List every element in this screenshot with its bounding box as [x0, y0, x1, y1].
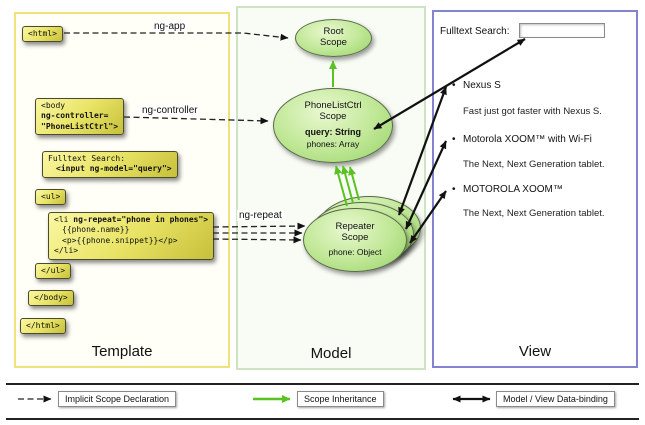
- code-body-open: <body ng-controller= "PhoneListCtrl">: [35, 98, 125, 136]
- ng-controller-label: ng-controller: [140, 105, 200, 116]
- root-scope-ellipse: Root Scope: [295, 19, 372, 57]
- view-panel-label: View: [518, 343, 552, 360]
- view-item-title: •Nexus S: [452, 80, 501, 91]
- legend-separator-bottom: [6, 418, 639, 420]
- view-search-label: Fulltext Search:: [440, 26, 510, 37]
- view-item-desc: The Next, Next Generation tablet.: [463, 208, 605, 219]
- legend-separator-top: [6, 383, 639, 385]
- ng-repeat-label: ng-repeat: [237, 210, 284, 221]
- view-item-desc: The Next, Next Generation tablet.: [463, 159, 605, 170]
- code-body-close: </body>: [28, 290, 74, 307]
- code-li-repeat: <li ng-repeat="phone in phones"> {{phone…: [48, 212, 215, 260]
- legend-data-binding: Model / View Data-binding: [496, 391, 615, 407]
- ng-app-label: ng-app: [152, 21, 188, 32]
- template-panel-label: Template: [91, 343, 153, 360]
- model-panel-label: Model: [310, 345, 352, 362]
- legend-implicit-scope: Implicit Scope Declaration: [58, 391, 177, 407]
- bullet-icon: •: [452, 184, 456, 195]
- bullet-icon: •: [452, 134, 456, 145]
- bullet-icon: •: [452, 80, 456, 91]
- code-html-open: <html>: [22, 26, 63, 43]
- code-ul-close: </ul>: [35, 263, 72, 280]
- legend-scope-inheritance: Scope Inheritance: [297, 391, 384, 407]
- repeater-scope-ellipse: Repeater Scope phone: Object: [303, 208, 407, 272]
- view-search-input[interactable]: [519, 23, 605, 38]
- view-item-desc: Fast just got faster with Nexus S.: [463, 106, 602, 117]
- view-item-title: •Motorola XOOM™ with Wi-Fi: [452, 134, 592, 145]
- model-panel: Model: [236, 6, 426, 370]
- code-ul-open: <ul>: [35, 189, 67, 206]
- code-search-input: Fulltext Search: <input ng-model="query"…: [42, 151, 178, 178]
- code-html-close: </html>: [20, 318, 66, 335]
- phonelistctrl-scope-ellipse: PhoneListCtrl Scope query: String phones…: [273, 88, 393, 163]
- view-item-title: •MOTOROLA XOOM™: [452, 184, 563, 195]
